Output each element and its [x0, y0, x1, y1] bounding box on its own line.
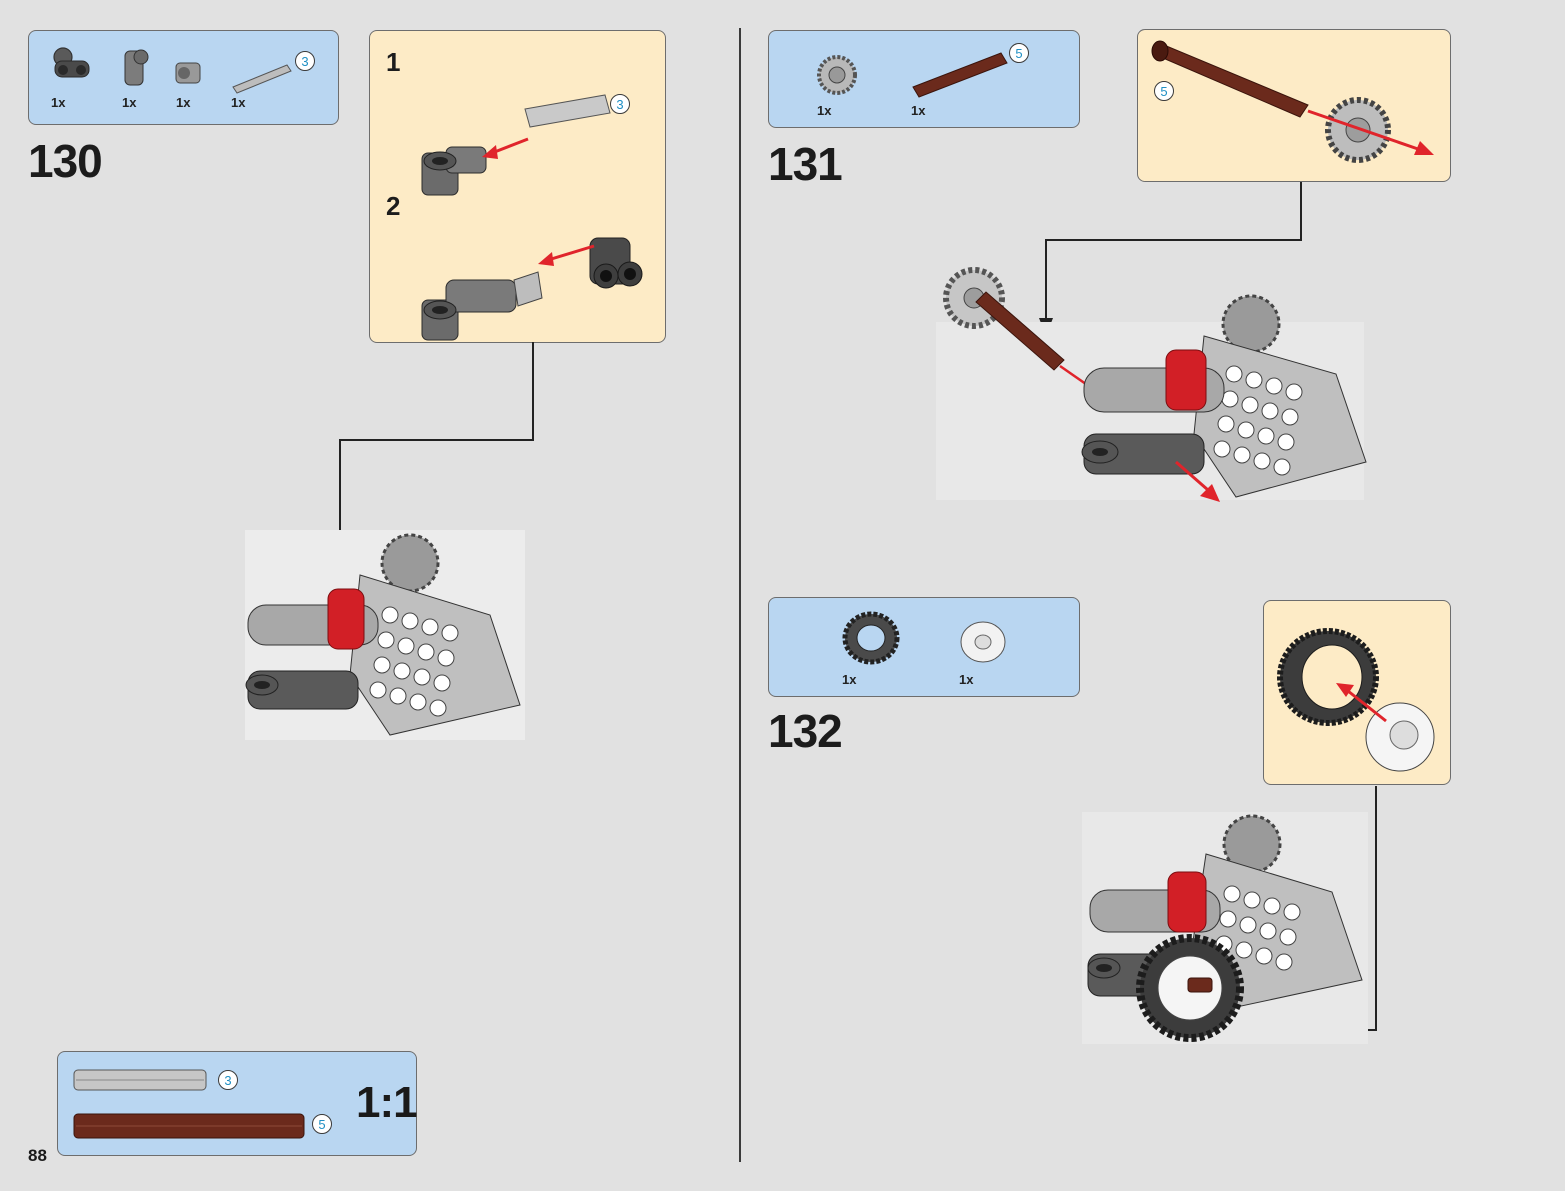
model-illustration-132	[1082, 812, 1368, 1044]
qty-wheel-rim: 1x	[959, 672, 974, 687]
parts-list-130: 1x 1x 1x 3 1x	[28, 30, 339, 125]
bush-icon	[175, 62, 201, 84]
qty-bush: 1x	[176, 95, 191, 110]
qty-axle-5: 1x	[911, 103, 926, 118]
step-number-131: 131	[768, 138, 843, 190]
qty-gear: 1x	[817, 103, 832, 118]
axle-length-badge: 5	[1154, 81, 1174, 101]
axle-5-icon	[912, 52, 1008, 98]
substep-box-130: 1 3 2	[369, 30, 666, 343]
scale-length-badge-5: 5	[312, 1114, 332, 1134]
parts-list-132: 1x 1x	[768, 597, 1080, 697]
beam-connector-icon	[53, 47, 90, 78]
model-illustration-130	[245, 530, 525, 740]
substep-label-1: 1	[386, 47, 401, 77]
axle-connector-icon	[124, 49, 149, 86]
axle-3-icon	[73, 1069, 207, 1091]
axle-5-icon	[73, 1113, 305, 1139]
step-number-132: 132	[768, 705, 843, 757]
scale-box: 3 5	[57, 1051, 417, 1156]
substep-box-132	[1263, 600, 1451, 785]
substep-1-illustration	[421, 94, 611, 196]
page-divider	[739, 28, 741, 1162]
substep-131-illustration	[1151, 40, 1434, 163]
scale-label: 1:1	[356, 1078, 418, 1127]
qty-tire: 1x	[842, 672, 857, 687]
axle-length-badge: 5	[1009, 43, 1029, 63]
substep-2-illustration	[421, 237, 643, 341]
gear-icon	[817, 55, 857, 95]
tire-icon	[842, 611, 900, 665]
scale-length-badge-3: 3	[218, 1070, 238, 1090]
wheel-rim-icon	[960, 621, 1006, 663]
qty-beam-connector: 1x	[51, 95, 66, 110]
substep-box-131: 5	[1137, 29, 1451, 182]
model-illustration-131	[936, 267, 1367, 502]
step-number-130: 130	[28, 135, 103, 187]
qty-axle-connector: 1x	[122, 95, 137, 110]
page-number: 88	[28, 1146, 47, 1165]
qty-axle-3: 1x	[231, 95, 246, 110]
substep-132-illustration	[1277, 628, 1435, 772]
substep-label-2: 2	[386, 191, 401, 221]
axle-length-badge: 3	[610, 94, 630, 114]
axle-3-icon	[232, 64, 292, 94]
axle-length-badge: 3	[295, 51, 315, 71]
parts-list-131: 1x 5 1x	[768, 30, 1080, 128]
